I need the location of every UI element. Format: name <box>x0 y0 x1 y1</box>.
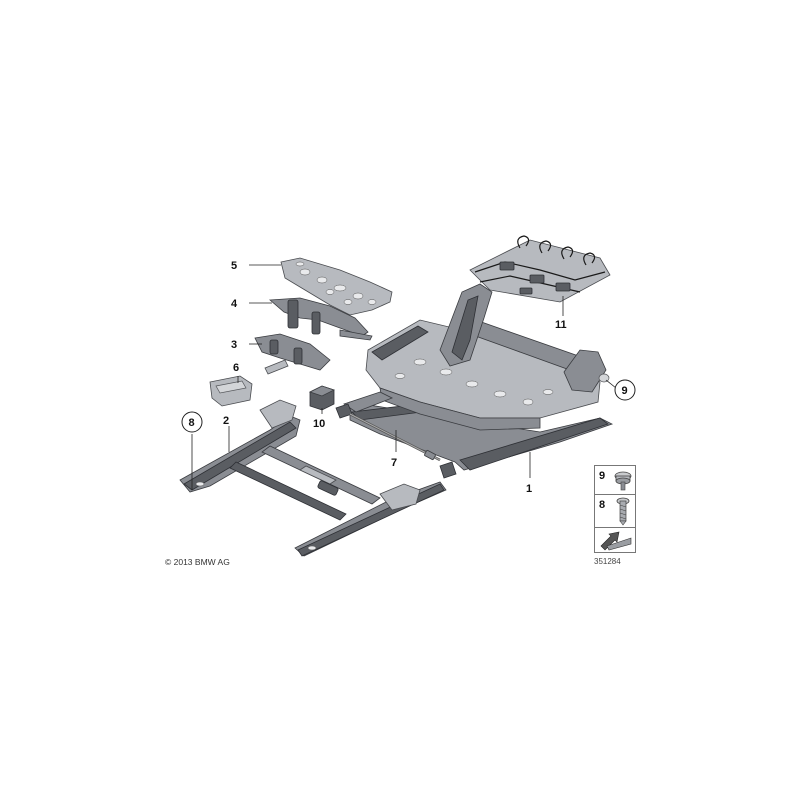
callout-6: 6 <box>233 362 239 374</box>
part-11-spring-mat <box>469 235 611 303</box>
callout-7: 7 <box>391 457 397 469</box>
legend-item-8: 8 <box>594 494 636 528</box>
legend-direction <box>594 527 636 553</box>
callout-5: 5 <box>231 260 237 272</box>
legend-number-8: 8 <box>599 499 606 511</box>
part-3-bracket <box>254 333 331 375</box>
callout-8-circled: 8 <box>189 417 195 429</box>
catalog-number: 351284 <box>594 557 621 566</box>
part-10-cap <box>308 385 336 411</box>
part-1-seat-frame <box>343 283 614 471</box>
callout-3: 3 <box>231 339 237 351</box>
leader-lines <box>191 264 617 490</box>
callout-10: 10 <box>313 418 325 430</box>
part-5-seat-pan-plate <box>280 257 393 316</box>
part-2-seat-rails <box>179 399 447 557</box>
callout-4: 4 <box>231 298 238 310</box>
bolt-icon <box>614 471 632 491</box>
legend-item-9: 9 <box>594 465 636 495</box>
callout-2: 2 <box>223 415 229 427</box>
copyright-notice: © 2013 BMW AG <box>165 557 230 567</box>
callout-1: 1 <box>526 483 532 495</box>
screw-icon <box>616 497 630 526</box>
part-7-rod <box>335 403 457 479</box>
part-6-cover <box>209 375 253 407</box>
part-4-bracket <box>268 297 373 341</box>
callout-11: 11 <box>555 319 567 331</box>
callout-labels: 5 4 3 6 2 10 7 1 11 8 9 <box>181 260 636 495</box>
direction-arrow-icon <box>600 531 632 551</box>
callout-9-circled: 9 <box>622 385 628 397</box>
legend-number-9: 9 <box>599 470 606 482</box>
